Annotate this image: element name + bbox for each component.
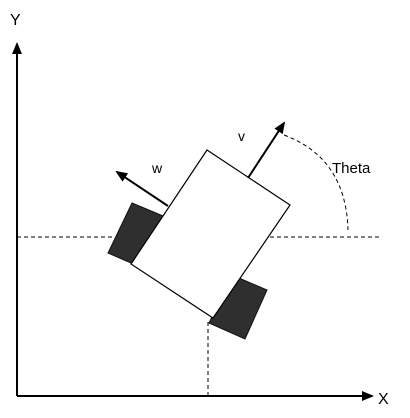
- v-arrow: [247, 121, 286, 179]
- v-label: v: [238, 128, 245, 144]
- theta-arc: [283, 134, 349, 231]
- theta-label: Theta: [332, 160, 371, 177]
- x-axis-label: X: [378, 391, 389, 408]
- y-axis-label: Y: [10, 12, 21, 29]
- w-arrow: [115, 170, 169, 207]
- robot-body: [130, 149, 291, 319]
- w-label: w: [151, 160, 163, 176]
